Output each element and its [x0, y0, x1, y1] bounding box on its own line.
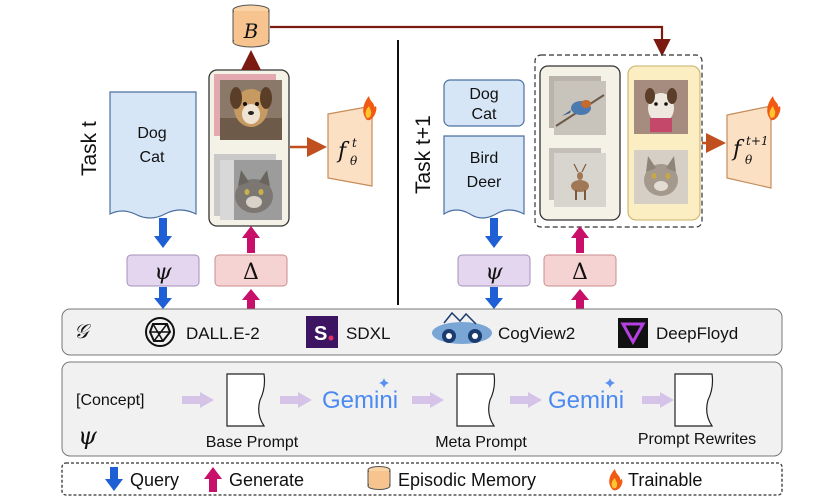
generator-dalle: DALL.E-2: [186, 324, 260, 343]
task-t-delta: Δ: [243, 260, 259, 285]
task-t-model-box: [327, 105, 373, 187]
task-t1-old-concept-1: Cat: [472, 106, 497, 123]
dog-image: [214, 74, 282, 140]
deer-image: [549, 148, 606, 207]
task-t-model-sub: θ: [350, 154, 358, 168]
legend-box: [61, 462, 783, 496]
generator-label: 𝒢: [74, 319, 92, 343]
deepfloyd-icon: [618, 318, 648, 348]
generator-cogview: CogView2: [498, 324, 575, 343]
pipeline-arrow: [642, 392, 674, 408]
legend-flame-icon: [609, 469, 623, 491]
meta-prompt-doc: [456, 373, 496, 427]
task-t1-label: Task t+1: [412, 115, 435, 194]
task-t1-psi: ψ: [485, 260, 503, 285]
legend-query-icon: [105, 467, 123, 491]
task-t1-new-concept-1: Deer: [467, 174, 502, 191]
trainable-flame-icon: [767, 96, 781, 121]
task-t-psi-box: [126, 254, 200, 287]
generator-sdxl: SDXL: [346, 324, 390, 343]
task-t1-psi-box: [457, 254, 531, 287]
task-t1-model-sup: t+1: [746, 134, 769, 148]
prompt-rewrites-doc: [674, 373, 714, 427]
episodic-memory-icon: [232, 4, 270, 48]
pipeline-concept: [Concept]: [76, 392, 144, 409]
task-t-delta-box: [214, 254, 288, 287]
svg-text:S: S: [314, 323, 327, 345]
legend-memory-icon: [367, 466, 391, 490]
gemini-logo-2: Gemini: [548, 387, 624, 414]
task-t-concept-0: Dog: [137, 125, 166, 142]
task-t-model-sup: t: [352, 136, 357, 150]
replay-dog-image: [634, 80, 688, 134]
legend-query: Query: [130, 470, 179, 490]
pipeline-arrow: [412, 392, 444, 408]
openai-icon: [145, 317, 175, 347]
memory-replay-arrow: [270, 25, 671, 57]
base-prompt-doc: [226, 373, 266, 427]
cat-image: [214, 154, 282, 220]
generator-panel: [61, 308, 783, 356]
legend-generate: Generate: [229, 470, 304, 490]
query-arrow-icon: [485, 218, 503, 309]
gemini-logo-1: Gemini: [322, 387, 398, 414]
task-t1-delta-box: [543, 254, 617, 287]
step-prompt-rewrites: Prompt Rewrites: [638, 431, 756, 448]
generate-arrow-icon: [571, 226, 589, 310]
task-t1-delta: Δ: [572, 260, 588, 285]
generate-arrow-icon: [242, 226, 260, 310]
trainable-flame-icon: [363, 96, 377, 121]
pipeline-psi: ψ: [78, 422, 98, 450]
task-t-concept-1: Cat: [140, 149, 165, 166]
task-t-psi: ψ: [154, 260, 172, 285]
task-t1-training-set: [534, 54, 703, 228]
query-arrow-icon: [154, 218, 172, 309]
step-base-prompt: Base Prompt: [206, 434, 299, 451]
pipeline-arrow: [280, 392, 312, 408]
cogview-icon: [432, 311, 492, 344]
task-t1-old-concept-0: Dog: [469, 86, 498, 103]
legend-trainable: Trainable: [628, 470, 702, 490]
task-t1-new-concepts: [443, 135, 525, 219]
pipeline-arrow: [182, 392, 214, 408]
memory-label: B: [243, 19, 259, 43]
task-t-label: Task t: [78, 121, 101, 176]
bird-image: [549, 76, 606, 135]
task-t1-model-box: [726, 105, 772, 189]
task-t1-new-concept-0: Bird: [470, 150, 498, 167]
step-meta-prompt: Meta Prompt: [435, 434, 527, 451]
legend-generate-icon: [204, 467, 222, 492]
gemini-spark-icon: [605, 378, 615, 388]
task-t1-model-sub: θ: [745, 153, 753, 167]
legend-memory: Episodic Memory: [398, 470, 536, 490]
sdxl-icon: S: [306, 316, 338, 348]
gemini-spark-icon: [379, 378, 389, 388]
pipeline-arrow: [510, 392, 542, 408]
generator-deepfloyd: DeepFloyd: [656, 324, 738, 343]
task-t-concept-box: [109, 91, 197, 219]
replay-cat-image: [634, 150, 688, 204]
task-t1-old-concepts: [443, 79, 525, 127]
